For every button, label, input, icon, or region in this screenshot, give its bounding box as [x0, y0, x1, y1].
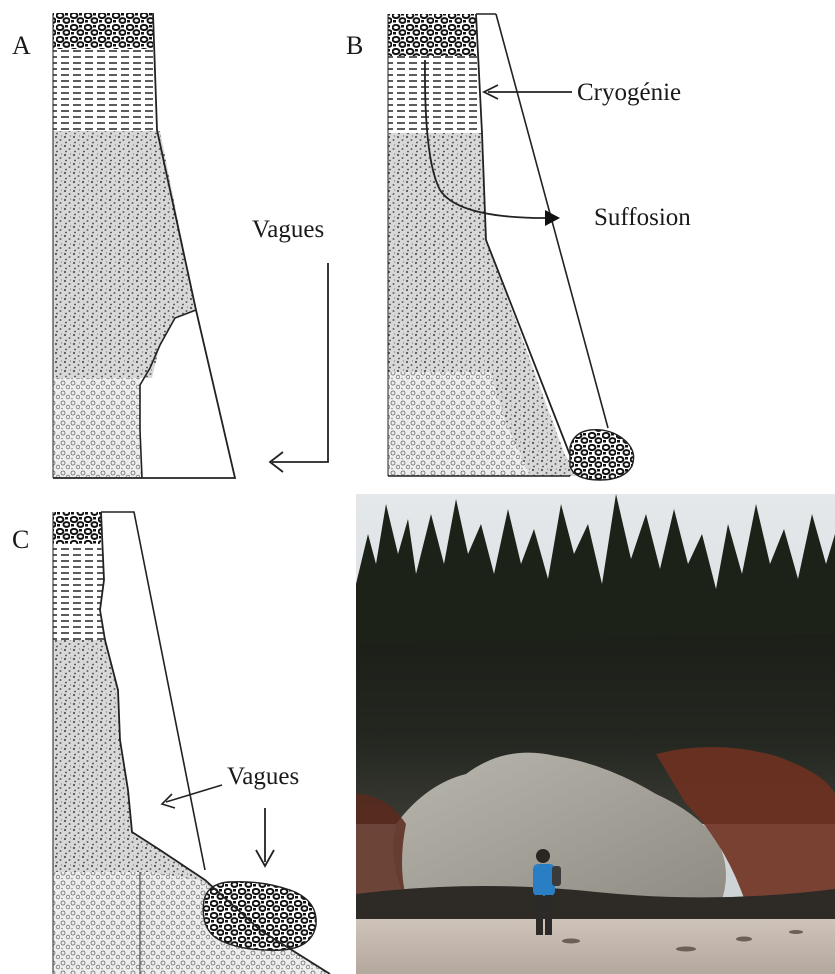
panel-c-boulder-layer — [53, 512, 101, 544]
panel-a-silt-layer — [53, 49, 157, 131]
panel-a-sand-layer — [53, 378, 142, 478]
panel-a-boulder-layer — [53, 13, 153, 49]
suffosion-label: Suffosion — [594, 205, 691, 230]
panel-a-cliff — [53, 13, 235, 478]
bluff-photo-image — [356, 494, 835, 974]
panel-c-silt-layer — [53, 544, 105, 640]
arrow-icon — [270, 263, 328, 472]
waves-label-a: Vagues — [252, 217, 324, 242]
bluff-photo — [356, 494, 835, 974]
panel-b-boulder-layer — [388, 14, 476, 56]
cryogenie-label: Cryogénie — [577, 80, 681, 105]
panel-c-cliff — [53, 512, 330, 974]
panel-b-fallen-block — [570, 430, 634, 480]
waves-label-c: Vagues — [227, 764, 299, 789]
panel-a-gravel-layer — [53, 131, 196, 378]
panel-c-fallen-block — [203, 882, 316, 951]
panel-b-silt-layer — [388, 56, 480, 133]
